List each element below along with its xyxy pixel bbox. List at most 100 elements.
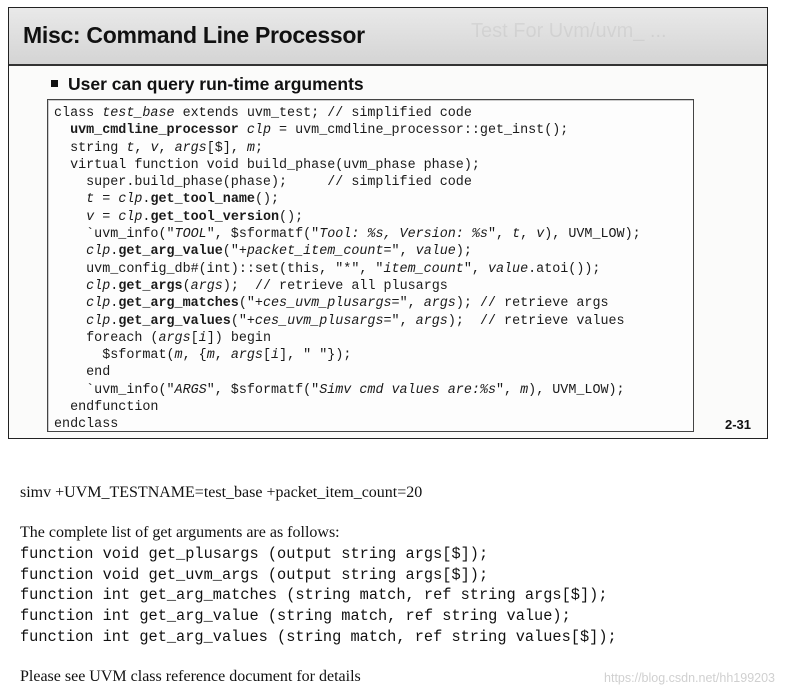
explanation-section: simv +UVM_TESTNAME=test_base +packet_ite… <box>20 484 780 648</box>
code-segment: , <box>134 140 151 156</box>
code-segment: = uvm_cmdline_processor::get_inst(); <box>270 123 569 139</box>
code-segment: clp <box>86 278 111 294</box>
code-segment: ("+ <box>222 244 247 260</box>
code-segment: clp <box>86 313 111 329</box>
code-segment: [ <box>190 330 199 346</box>
code-segment: [$], <box>206 140 247 156</box>
code-segment: endfunction <box>54 400 159 416</box>
code-segment: ], " "}); <box>279 348 352 364</box>
code-line: foreach (args[i]) begin <box>54 330 641 347</box>
code-segment: $sformat( <box>54 348 175 364</box>
code-segment: args <box>230 348 263 364</box>
code-segment: packet_item_count <box>246 244 384 260</box>
code-line: endclass <box>54 416 641 433</box>
code-segment: args <box>423 296 456 312</box>
code-line: clp.get_arg_value("+packet_item_count=",… <box>54 243 641 260</box>
code-segment: item_count <box>383 261 464 277</box>
code-segment <box>239 123 247 138</box>
bullet-text: User can query run-time arguments <box>68 74 364 94</box>
code-line: `uvm_info("ARGS", $sformatf("Simv cmd va… <box>54 382 641 399</box>
watermark: https://blog.csdn.net/hh199203 <box>604 671 775 685</box>
code-segment: uvm_cmdline_processor <box>70 123 239 139</box>
code-box: class test_base extends uvm_test; // sim… <box>47 99 694 432</box>
code-segment: Tool: %s, Version: %s <box>319 227 488 243</box>
code-segment: string <box>54 140 127 156</box>
code-segment: ", <box>496 382 521 398</box>
code-segment: ); <box>455 244 472 260</box>
code-segment: t <box>126 140 135 156</box>
code-segment: ); // retrieve all plusargs <box>222 278 448 294</box>
code-segment: v <box>150 140 159 156</box>
reference-note: Please see UVM class reference document … <box>20 668 361 685</box>
code-segment: value <box>487 261 529 277</box>
code-line: super.build_phase(phase); // simplified … <box>54 174 641 191</box>
code-line: clp.get_arg_values("+ces_uvm_plusargs=",… <box>54 313 641 330</box>
code-segment: extends uvm_test; // simplified code <box>174 106 472 121</box>
code-segment: [ <box>262 348 272 364</box>
code-segment: m <box>174 348 183 364</box>
code-segment: m <box>520 382 529 398</box>
code-segment: super.build_phase(phase); // simplified … <box>54 175 472 191</box>
code-line: endfunction <box>54 399 641 416</box>
code-line: uvm_config_db#(int)::set(this, "*", "ite… <box>54 261 641 278</box>
code-segment: i <box>271 348 280 364</box>
code-line: `uvm_info("TOOL", $sformatf("Tool: %s, V… <box>54 226 641 243</box>
signature-list: function void get_plusargs (output strin… <box>20 544 780 648</box>
code-line: class test_base extends uvm_test; // sim… <box>54 105 641 122</box>
code-segment: ]) begin <box>206 330 272 346</box>
code-segment: =", <box>391 296 424 312</box>
code-segment: i <box>198 330 207 346</box>
code-segment: args <box>415 313 448 329</box>
code-segment: = <box>94 209 119 225</box>
slide: Misc: Command Line Processor Test For Uv… <box>8 7 768 439</box>
code-segment <box>54 279 86 294</box>
code-segment: get_arg_matches <box>118 296 239 312</box>
code-segment <box>54 123 70 138</box>
code-line: end <box>54 364 641 381</box>
square-bullet-icon <box>51 79 58 87</box>
code-segment: ces_uvm_plusargs <box>262 296 392 312</box>
code-segment: ", <box>487 227 513 243</box>
command-line-example: simv +UVM_TESTNAME=test_base +packet_ite… <box>20 484 423 501</box>
code-segment: . <box>142 209 151 225</box>
code-segment: (); <box>279 209 304 225</box>
code-segment: m <box>246 140 255 156</box>
code-segment <box>54 296 86 311</box>
code-segment: . <box>110 244 119 260</box>
code-segment: ", $sformatf(" <box>206 382 320 398</box>
code-segment: ARGS <box>174 382 207 398</box>
code-segment: ); // retrieve values <box>447 313 625 329</box>
code-segment: get_args <box>118 278 183 294</box>
slide-title: Misc: Command Line Processor <box>23 22 365 48</box>
ghost-title: Test For Uvm/uvm_ ... <box>471 20 667 42</box>
code-segment: clp <box>86 244 111 260</box>
code-segment: = <box>94 192 119 208</box>
code-segment: . <box>110 313 119 329</box>
slide-number: 2-31 <box>724 417 751 432</box>
code-segment: (); <box>254 192 280 208</box>
code-segment: . <box>142 192 151 208</box>
code-line: t = clp.get_tool_name(); <box>54 191 641 208</box>
code-segment: endclass <box>54 417 119 433</box>
slide-header: Misc: Command Line Processor Test For Uv… <box>9 8 767 66</box>
code-line: uvm_cmdline_processor clp = uvm_cmdline_… <box>54 122 641 139</box>
code-segment: =", <box>383 244 416 260</box>
code-segment: virtual function void build_phase(uvm_ph… <box>54 157 480 173</box>
code-segment: `uvm_info(" <box>54 227 175 243</box>
signature-line: function int get_arg_value (string match… <box>20 607 571 626</box>
code-segment: .atoi()); <box>528 261 601 277</box>
code-segment: foreach ( <box>54 330 159 346</box>
code-segment: v <box>86 209 95 225</box>
code-segment: ("+ <box>230 313 255 329</box>
code-segment: test_base <box>102 106 175 121</box>
code-segment: class <box>54 106 103 121</box>
code-segment: clp <box>118 209 143 225</box>
code-segment: , <box>214 348 231 364</box>
code-segment: ", $sformatf(" <box>206 227 320 243</box>
code-segment <box>54 314 86 329</box>
code-segment: Simv cmd values are:%s <box>319 382 496 398</box>
code-segment: clp <box>246 123 271 139</box>
code-segment: =", <box>383 313 416 329</box>
code-segment: get_arg_values <box>118 313 231 329</box>
signature-line: function void get_uvm_args (output strin… <box>20 565 489 584</box>
